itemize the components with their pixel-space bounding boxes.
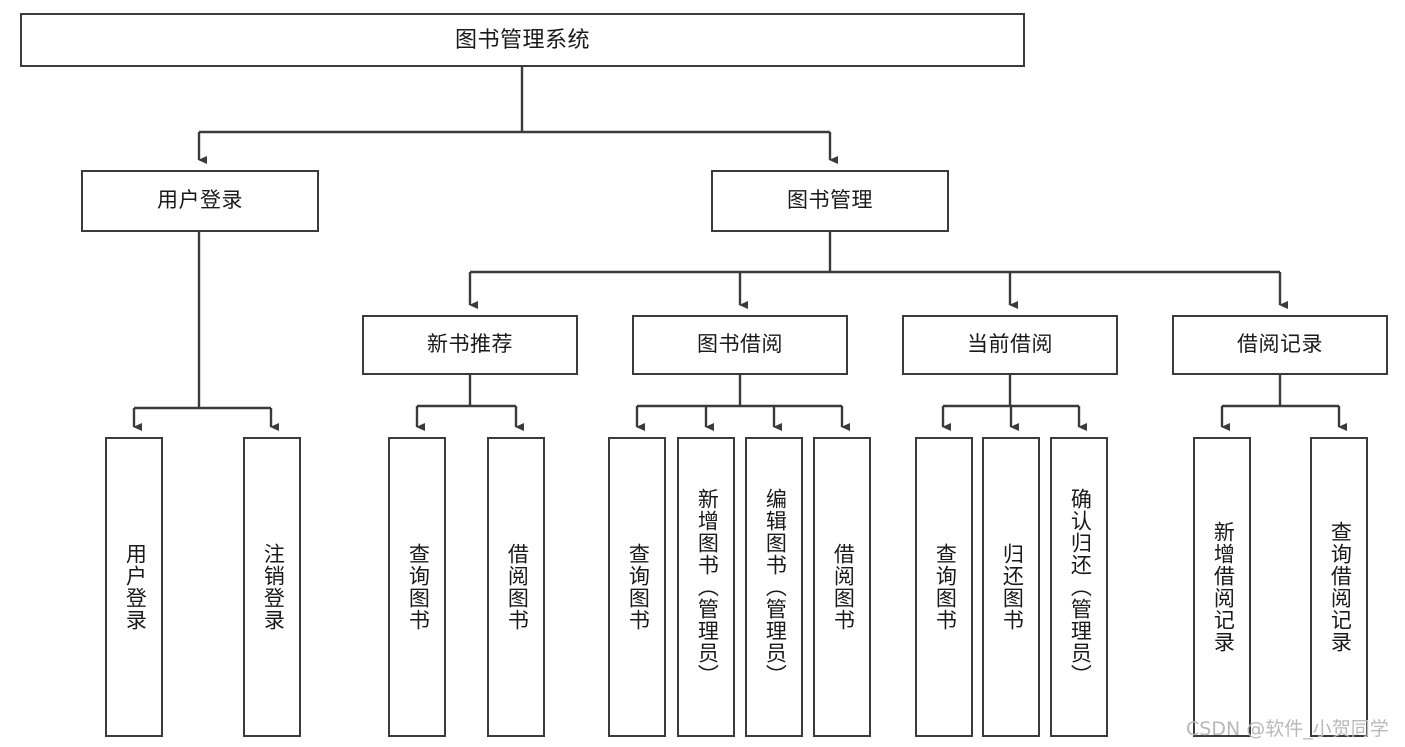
- node-label: 用户登录: [157, 188, 243, 212]
- node-label: 借阅图书: [505, 543, 529, 631]
- node-user-login[interactable]: 用户登录: [81, 170, 319, 232]
- node-label: 新增图书（管理员）: [695, 488, 719, 686]
- node-label: 用户登录: [123, 543, 147, 631]
- node-label: 确认归还（管理员）: [1068, 488, 1092, 686]
- node-new-book-recommend[interactable]: 新书推荐: [362, 315, 578, 375]
- node-label: 图书管理系统: [454, 27, 590, 53]
- node-leaf-return-book[interactable]: 归还图书: [982, 437, 1040, 737]
- node-leaf-edit-book-admin[interactable]: 编辑图书（管理员）: [745, 437, 803, 737]
- node-leaf-confirm-return-admin[interactable]: 确认归还（管理员）: [1050, 437, 1108, 737]
- node-label: 注销登录: [261, 543, 285, 631]
- node-current-borrow[interactable]: 当前借阅: [902, 315, 1118, 375]
- node-label: 借阅记录: [1237, 332, 1323, 356]
- node-leaf-add-book-admin[interactable]: 新增图书（管理员）: [677, 437, 735, 737]
- node-label: 借阅图书: [831, 543, 855, 631]
- node-label: 查询借阅记录: [1328, 521, 1352, 653]
- node-label: 查询图书: [933, 543, 957, 631]
- node-label: 查询图书: [626, 543, 650, 631]
- node-label: 图书借阅: [697, 332, 783, 356]
- node-leaf-query-book-current[interactable]: 查询图书: [915, 437, 973, 737]
- node-label: 新增借阅记录: [1211, 521, 1235, 653]
- node-leaf-query-borrow-record[interactable]: 查询借阅记录: [1310, 437, 1368, 737]
- node-book-management[interactable]: 图书管理: [711, 170, 949, 232]
- node-leaf-borrow-book[interactable]: 借阅图书: [813, 437, 871, 737]
- node-root-system[interactable]: 图书管理系统: [20, 13, 1025, 67]
- node-leaf-borrow-book-recommend[interactable]: 借阅图书: [487, 437, 545, 737]
- node-leaf-user-login[interactable]: 用户登录: [105, 437, 163, 737]
- node-leaf-logout[interactable]: 注销登录: [243, 437, 301, 737]
- node-label: 编辑图书（管理员）: [763, 488, 787, 686]
- node-label: 当前借阅: [967, 332, 1053, 356]
- node-label: 新书推荐: [427, 332, 513, 356]
- node-leaf-query-book-borrow[interactable]: 查询图书: [608, 437, 666, 737]
- node-label: 图书管理: [787, 188, 873, 212]
- node-leaf-query-book-recommend[interactable]: 查询图书: [388, 437, 446, 737]
- node-label: 归还图书: [1000, 543, 1024, 631]
- node-borrow-record[interactable]: 借阅记录: [1172, 315, 1388, 375]
- node-book-borrow[interactable]: 图书借阅: [632, 315, 848, 375]
- node-leaf-add-borrow-record[interactable]: 新增借阅记录: [1193, 437, 1251, 737]
- csdn-watermark: CSDN @软件_小贺同学: [1186, 718, 1389, 740]
- node-label: 查询图书: [406, 543, 430, 631]
